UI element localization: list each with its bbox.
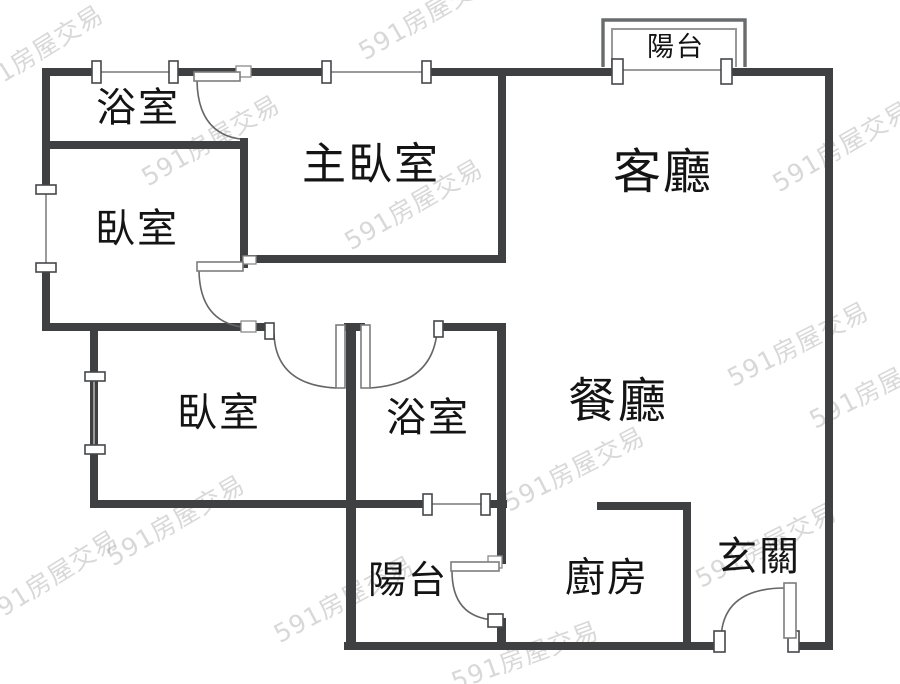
watermark-text: 591房屋交易	[0, 0, 109, 106]
wall-segment	[443, 323, 506, 331]
room-label-bedroom-upper: 臥室	[95, 206, 179, 252]
wall-segment	[178, 68, 326, 76]
window-post	[480, 493, 491, 516]
door-jamb	[264, 322, 275, 340]
window-post	[84, 371, 106, 382]
window-post	[611, 58, 624, 85]
room-label-bathroom-lower: 浴室	[386, 395, 470, 441]
watermark-text: 591房屋交易	[768, 95, 900, 197]
window-post	[84, 444, 106, 455]
window-post	[168, 60, 179, 84]
door-jamb	[433, 320, 444, 338]
window-post	[321, 60, 332, 84]
room-label-balcony-top: 陽台	[647, 32, 705, 63]
door-swing-arc	[369, 331, 438, 389]
door-panel	[783, 582, 797, 639]
wall-segment	[42, 271, 50, 331]
door-panel	[196, 261, 244, 272]
door-jamb	[240, 320, 257, 333]
room-label-balcony-bottom: 陽台	[368, 558, 448, 602]
door-jamb	[487, 613, 504, 628]
window-post	[35, 184, 57, 195]
watermark-text: 591房屋交易	[0, 525, 124, 632]
balcony-inner-rail	[611, 28, 737, 67]
door-swing-arc	[451, 570, 495, 621]
door-swing-arc	[720, 587, 786, 642]
door-swing-arc	[196, 80, 241, 140]
watermark-text: 591房屋交易	[805, 338, 900, 434]
wall-segment	[344, 642, 721, 650]
walls	[42, 68, 833, 650]
wall-segment	[346, 325, 356, 650]
wall-segment	[825, 68, 833, 650]
door-swing-arc	[273, 333, 337, 389]
watermark-text: 591房屋交易	[354, 0, 502, 66]
room-label-bedroom-lower: 臥室	[177, 390, 261, 436]
room-label-kitchen: 廚房	[565, 555, 649, 601]
watermark-text: 591房屋交易	[102, 469, 250, 571]
door-swing-arc	[198, 270, 243, 328]
room-label-entryway: 玄關	[717, 534, 801, 580]
window-post	[422, 493, 433, 516]
window-post	[720, 58, 733, 85]
room-label-bathroom-top: 浴室	[96, 85, 180, 131]
door-jamb	[242, 255, 257, 265]
wall-segment	[431, 68, 618, 76]
door-jamb	[713, 630, 726, 653]
balcony-outer-rail	[601, 18, 747, 67]
wall-segment	[597, 502, 691, 510]
wall-segment	[728, 68, 833, 76]
door-panel	[193, 71, 241, 82]
wall-segment	[42, 68, 50, 189]
room-label-master-bedroom: 主臥室	[302, 139, 440, 190]
watermark-text: 591房屋交易	[723, 296, 874, 392]
wall-segment	[90, 500, 427, 508]
wall-segment	[498, 68, 506, 263]
window-post	[91, 60, 102, 84]
wall-segment	[42, 68, 96, 76]
room-labels: 浴室 主臥室 客廳 陽台 臥室 臥室 浴室 餐廳 陽台 廚房 玄關	[95, 32, 801, 602]
wall-segment	[46, 141, 248, 149]
wall-segment	[240, 255, 506, 263]
doors	[193, 65, 800, 653]
door-panel	[360, 324, 371, 389]
door-panel	[450, 561, 500, 572]
balcony-top-structure	[601, 18, 747, 67]
wall-segment	[497, 327, 506, 564]
windows	[35, 58, 733, 516]
window-post	[421, 60, 432, 84]
wall-segment	[683, 502, 691, 650]
wall-segment	[42, 323, 271, 331]
wall-segment	[240, 138, 248, 268]
window-post	[35, 262, 57, 273]
room-label-living-room: 客廳	[613, 144, 713, 200]
door-panel	[335, 324, 346, 389]
wall-segment	[344, 323, 365, 331]
wall-segment	[796, 642, 833, 650]
room-label-dining-room: 餐廳	[568, 373, 668, 429]
wall-segment	[497, 618, 506, 650]
